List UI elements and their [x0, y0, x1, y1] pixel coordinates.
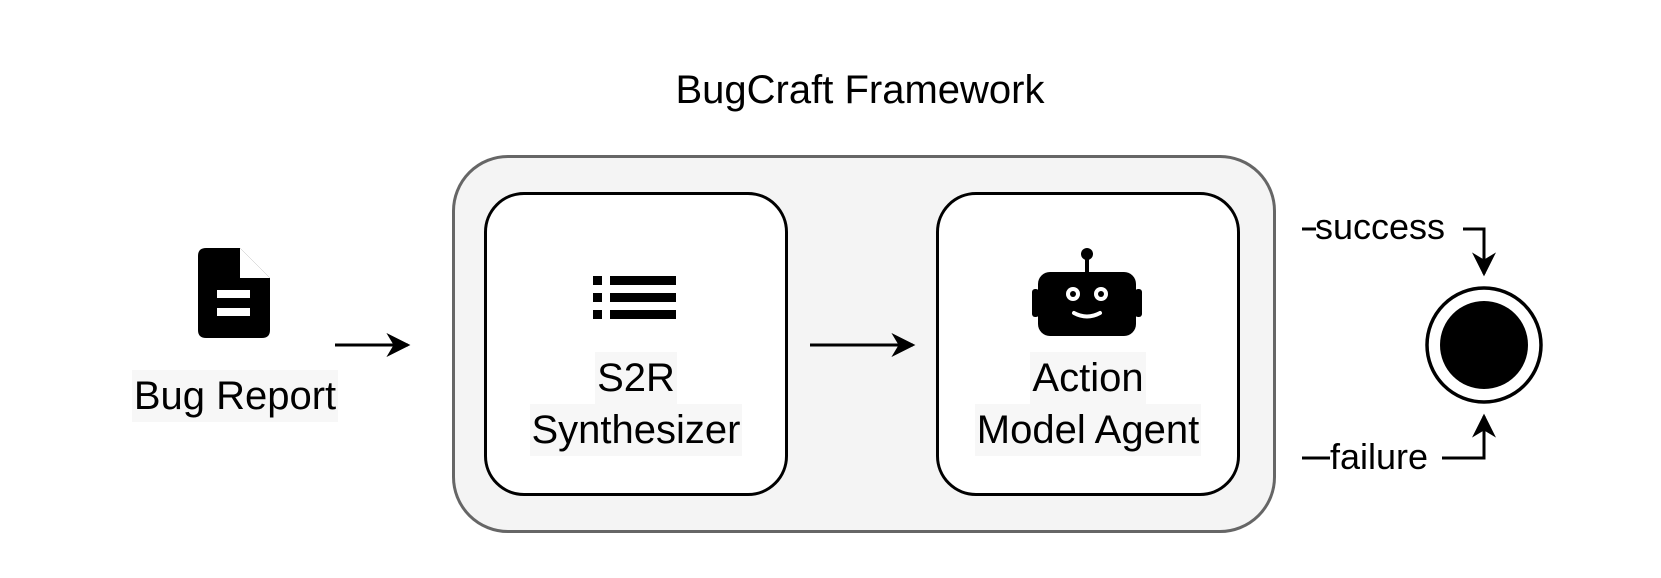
s2r-synthesizer-label: S2R Synthesizer [484, 352, 788, 456]
failure-arrow [1302, 413, 1496, 460]
list-icon [593, 276, 676, 319]
success-arrow [1302, 227, 1496, 277]
success-label: success [1315, 206, 1446, 247]
diagram-title: BugCraft Framework [675, 68, 1045, 112]
end-state-icon [1425, 286, 1543, 404]
robot-icon [1032, 248, 1142, 336]
failure-label: failure [1330, 436, 1429, 477]
action-model-agent-label: Action Model Agent [936, 352, 1240, 456]
bug-report-label: Bug Report [115, 370, 355, 422]
document-icon [198, 248, 270, 338]
